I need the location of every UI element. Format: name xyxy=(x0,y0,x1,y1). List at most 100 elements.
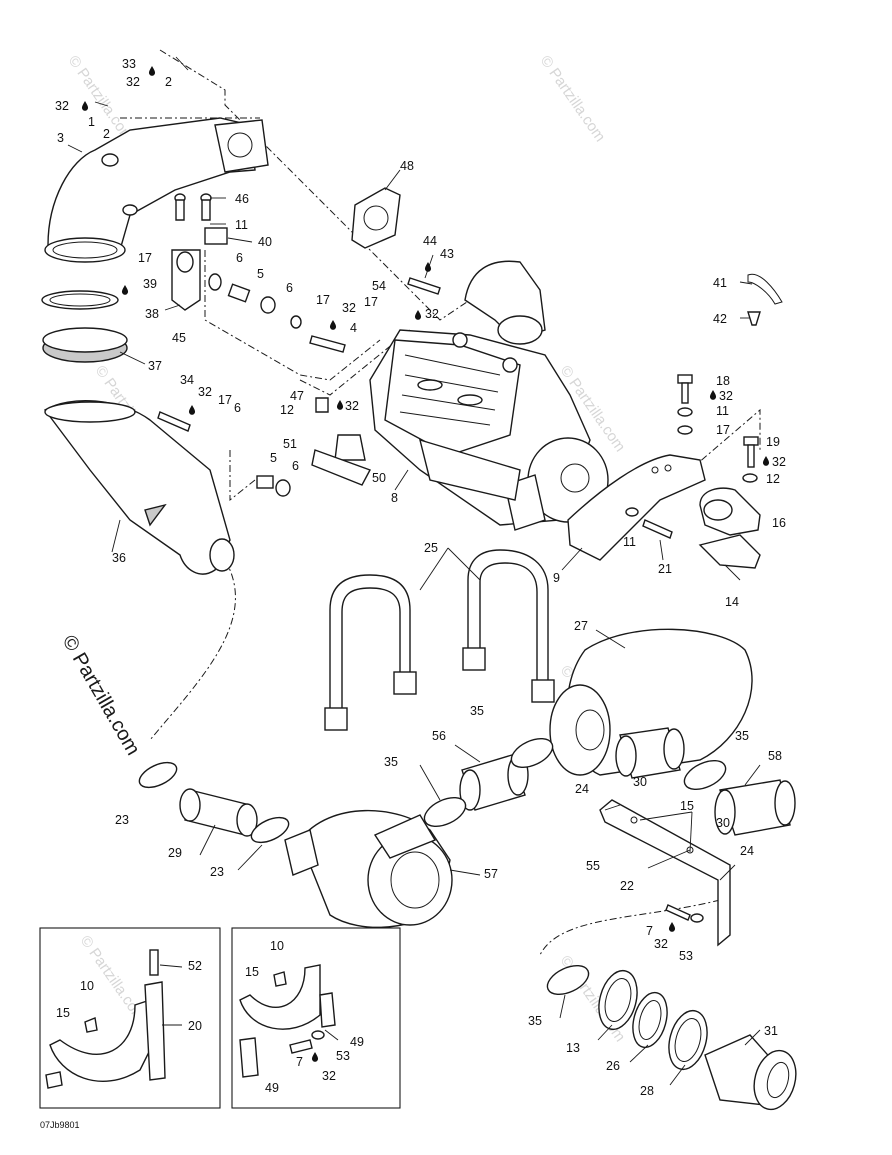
spacer-5b xyxy=(256,475,291,497)
callout-32: 32 xyxy=(345,399,359,413)
callout-36: 36 xyxy=(112,551,126,565)
callout-4: 4 xyxy=(350,321,357,335)
drop-icon xyxy=(709,390,717,400)
drop-icon xyxy=(81,101,89,111)
bolt-34 xyxy=(157,411,191,432)
callout-19: 19 xyxy=(766,435,780,449)
callout-32: 32 xyxy=(126,75,140,89)
callout-10: 10 xyxy=(80,979,94,993)
outlet-sleeve-13 xyxy=(598,969,638,1031)
callout-20: 20 xyxy=(188,1019,202,1033)
callout-33: 33 xyxy=(122,57,136,71)
callout-9: 9 xyxy=(553,571,560,585)
callout-58: 58 xyxy=(768,749,782,763)
callout-11: 11 xyxy=(623,535,636,549)
drop-icon xyxy=(668,922,676,932)
inset-right xyxy=(231,927,401,1109)
callout-25: 25 xyxy=(424,541,438,555)
callout-49: 49 xyxy=(350,1035,364,1049)
callout-17: 17 xyxy=(138,251,152,265)
engine-mount-16 xyxy=(699,487,761,536)
callout-47: 47 xyxy=(290,389,304,403)
bolt-19 xyxy=(742,436,759,483)
hose-29 xyxy=(179,788,258,837)
callout-53: 53 xyxy=(336,1049,350,1063)
callout-5: 5 xyxy=(270,451,277,465)
callout-17: 17 xyxy=(364,295,378,309)
callout-16: 16 xyxy=(772,516,786,530)
callout-55: 55 xyxy=(586,859,600,873)
callout-37: 37 xyxy=(148,359,162,373)
drop-icon xyxy=(121,285,129,295)
callout-30: 30 xyxy=(716,816,730,830)
callout-8: 8 xyxy=(391,491,398,505)
callout-34: 34 xyxy=(180,373,194,387)
callout-32: 32 xyxy=(55,99,69,113)
callout-49: 49 xyxy=(265,1081,279,1095)
callout-6: 6 xyxy=(292,459,299,473)
drop-icon xyxy=(762,456,770,466)
callout-53: 53 xyxy=(679,949,693,963)
callout-11: 11 xyxy=(716,404,729,418)
callout-5: 5 xyxy=(257,267,264,281)
hose-58 xyxy=(714,779,796,836)
tuned-pipe-elbow xyxy=(464,260,546,345)
callout-35: 35 xyxy=(528,1014,542,1028)
callout-14: 14 xyxy=(725,595,739,609)
callout-41: 41 xyxy=(713,276,727,290)
callout-15: 15 xyxy=(245,965,259,979)
bolt-47 xyxy=(315,397,329,413)
inset-left xyxy=(39,927,221,1109)
callout-56: 56 xyxy=(432,729,446,743)
callout-32: 32 xyxy=(322,1069,336,1083)
callout-18: 18 xyxy=(716,374,730,388)
callout-35: 35 xyxy=(470,704,484,718)
strap-right xyxy=(462,549,555,703)
callout-24: 24 xyxy=(740,844,754,858)
hose-56 xyxy=(459,754,529,811)
watermark-side: © Partzilla.com xyxy=(58,632,144,760)
tie-wrap-41 xyxy=(747,273,783,305)
callout-57: 57 xyxy=(484,867,498,881)
callout-32: 32 xyxy=(654,937,668,951)
drop-icon xyxy=(148,66,156,76)
callout-6: 6 xyxy=(236,251,243,265)
callout-12: 12 xyxy=(766,472,780,486)
callout-10: 10 xyxy=(270,939,284,953)
callout-45: 45 xyxy=(172,331,186,345)
callout-31: 31 xyxy=(764,1024,778,1038)
callout-44: 44 xyxy=(423,234,437,248)
callout-46: 46 xyxy=(235,192,249,206)
callout-43: 43 xyxy=(440,247,454,261)
plate-14 xyxy=(698,534,761,569)
callout-40: 40 xyxy=(258,235,272,249)
callout-17: 17 xyxy=(316,293,330,307)
callout-labels: 33 32 2 32 1 2 3 48 46 11 40 17 44 43 6 … xyxy=(55,57,786,1098)
bolt-21 xyxy=(642,519,673,539)
callout-21: 21 xyxy=(658,562,672,576)
hose-upper-right xyxy=(615,727,685,779)
callout-29: 29 xyxy=(168,846,182,860)
outlet-31 xyxy=(704,1034,797,1111)
callout-48: 48 xyxy=(400,159,414,173)
callout-13: 13 xyxy=(566,1041,580,1055)
callout-51: 51 xyxy=(283,437,297,451)
callout-30: 30 xyxy=(633,775,647,789)
callout-38: 38 xyxy=(145,307,159,321)
callout-32: 32 xyxy=(719,389,733,403)
callout-50: 50 xyxy=(372,471,386,485)
callout-27: 27 xyxy=(574,619,588,633)
callout-2: 2 xyxy=(103,127,110,141)
callout-23: 23 xyxy=(115,813,129,827)
callout-3: 3 xyxy=(57,131,64,145)
callout-35: 35 xyxy=(384,755,398,769)
drop-icon xyxy=(336,400,344,410)
drop-icon xyxy=(414,310,422,320)
callout-7: 7 xyxy=(296,1055,303,1069)
watermark-top-right: © Partzilla.com xyxy=(537,53,609,146)
assembly-lines xyxy=(120,49,761,956)
callout-26: 26 xyxy=(606,1059,620,1073)
callout-42: 42 xyxy=(713,312,727,326)
callout-28: 28 xyxy=(640,1084,654,1098)
